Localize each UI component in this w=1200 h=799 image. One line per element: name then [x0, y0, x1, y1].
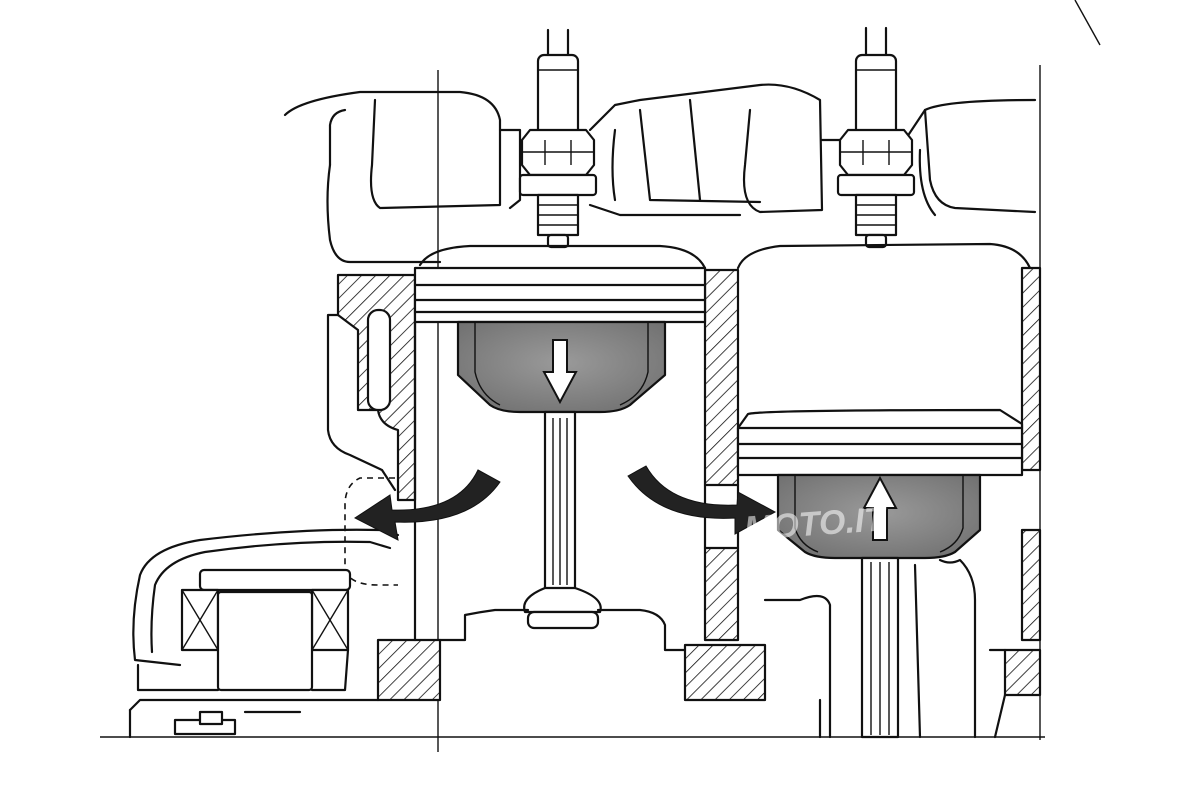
- combustion-chamber-left: [418, 244, 707, 270]
- connecting-rod-left: [523, 410, 602, 630]
- connecting-rod-right: [860, 556, 900, 739]
- crank-bearing-assembly: [128, 568, 380, 739]
- cylinder-wall-center: [683, 268, 767, 702]
- sheet-corner-mark: [1074, 0, 1101, 46]
- flow-arrow-left: [354, 469, 501, 541]
- cylinder-wall-left: [326, 273, 442, 702]
- piston-left: [413, 266, 707, 414]
- cylinder-wall-right: [1003, 266, 1042, 697]
- spark-plug-right: [836, 26, 916, 249]
- arrow-down-icon: [542, 339, 578, 405]
- transfer-port-duct: [132, 528, 400, 667]
- spark-plug-left: [518, 28, 598, 249]
- flow-arrow-right: [627, 465, 777, 535]
- crankcase-lower: [413, 320, 1007, 739]
- combustion-chamber-right: [736, 242, 1032, 270]
- piston-right: [736, 408, 1024, 560]
- arrow-up-icon: [862, 475, 898, 541]
- cylinder-head: [283, 83, 1037, 264]
